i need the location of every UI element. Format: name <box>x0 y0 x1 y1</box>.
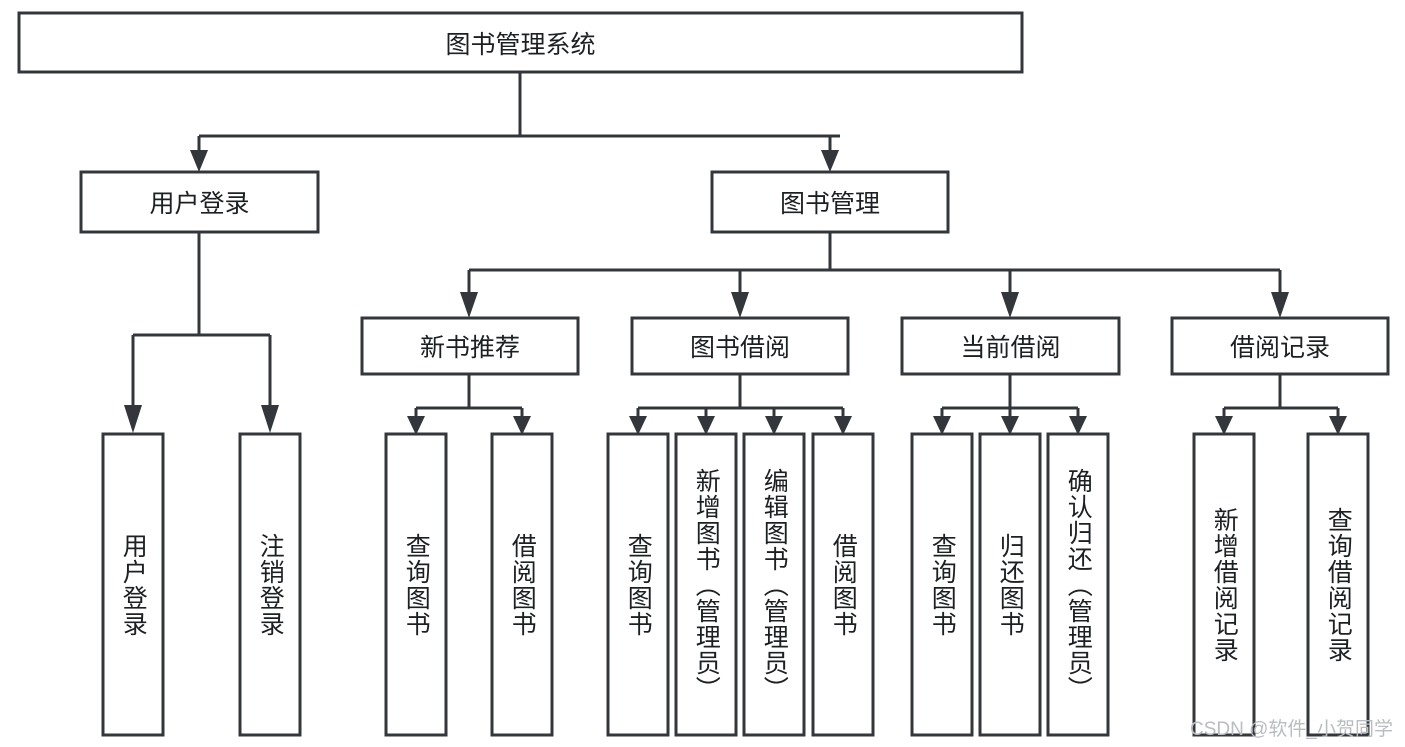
node-box-leaf-add-record[interactable] <box>1192 432 1256 737</box>
node-box-leaf-user-login[interactable] <box>101 432 165 737</box>
node-box-current-borrow[interactable] <box>900 316 1121 376</box>
node-box-leaf-return-book[interactable] <box>978 432 1042 737</box>
node-box-leaf-borrow-book-1[interactable] <box>490 432 554 737</box>
arrow-leaf-add-book <box>697 416 715 435</box>
connector-borrow-record-to-leaves <box>1215 374 1347 435</box>
node-box-new-book-rec[interactable] <box>360 316 580 376</box>
node-box-borrow-record[interactable] <box>1170 316 1390 376</box>
arrow-to-book-manage <box>821 150 839 172</box>
connector-user-login-to-leaves <box>124 232 279 433</box>
arrow-leaf-query-record <box>1329 416 1347 435</box>
connector-current-borrow-to-leaves <box>933 374 1087 435</box>
arrow-leaf-logout <box>261 405 279 433</box>
arrow-leaf-user-login <box>124 405 142 433</box>
arrow-leaf-return-book <box>1001 416 1019 435</box>
connector-root-to-level2 <box>190 72 840 172</box>
connector-book-manage-to-level3 <box>460 232 1289 318</box>
node-box-leaf-borrow-book-2[interactable] <box>811 432 875 737</box>
arrow-to-borrow-record <box>1271 292 1289 318</box>
node-box-leaf-add-book[interactable] <box>674 432 738 737</box>
connector-new-book-rec-to-leaves <box>407 374 531 435</box>
node-box-leaf-logout[interactable] <box>238 432 302 737</box>
arrow-to-current-borrow <box>1001 292 1019 318</box>
connector-book-borrow-to-leaves <box>629 374 852 435</box>
node-box-leaf-confirm-return[interactable] <box>1046 432 1110 737</box>
node-box-leaf-query-book-1[interactable] <box>384 432 448 737</box>
node-box-leaf-query-book-2[interactable] <box>606 432 670 737</box>
node-box-leaf-query-record[interactable] <box>1306 432 1370 737</box>
arrow-leaf-query-book-2 <box>629 416 647 435</box>
node-box-leaf-edit-book[interactable] <box>742 432 806 737</box>
node-box-leaf-query-book-3[interactable] <box>910 432 974 737</box>
arrow-to-user-login <box>190 150 208 172</box>
arrow-leaf-confirm-return <box>1069 416 1087 435</box>
arrow-leaf-edit-book <box>765 416 783 435</box>
arrow-leaf-query-book-1 <box>407 416 425 435</box>
arrow-leaf-add-record <box>1215 416 1233 435</box>
node-box-book-manage[interactable] <box>710 170 950 234</box>
node-box-user-login[interactable] <box>79 170 320 234</box>
arrow-leaf-borrow-book-2 <box>834 416 852 435</box>
node-box-book-borrow[interactable] <box>630 316 850 376</box>
arrow-leaf-borrow-book-1 <box>513 416 531 435</box>
arrow-to-book-borrow <box>731 292 749 318</box>
node-box-root[interactable] <box>17 11 1024 74</box>
arrow-leaf-query-book-3 <box>933 416 951 435</box>
arrow-to-new-book-rec <box>460 292 478 318</box>
